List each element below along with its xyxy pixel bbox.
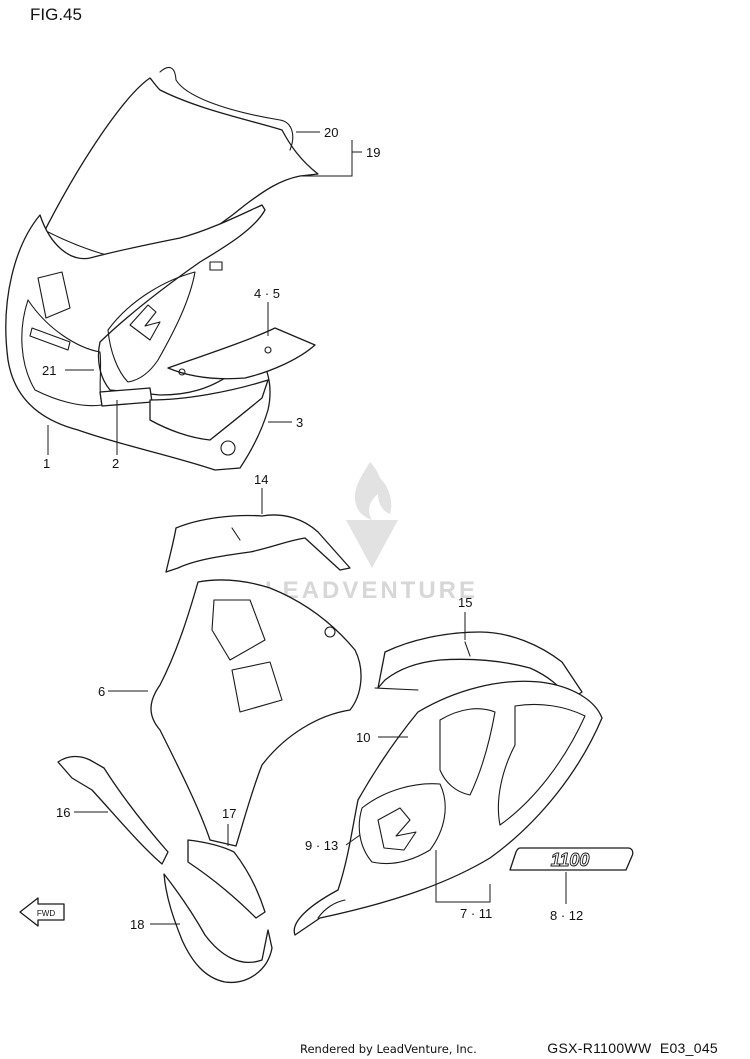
callout-label: 1	[43, 456, 50, 471]
callout-label: 3	[296, 415, 303, 430]
part-left-under-cowling	[150, 579, 362, 847]
callout-label: 20	[324, 125, 338, 140]
callout-label: 18	[130, 917, 144, 932]
footer-credit: Rendered by LeadVenture, Inc.	[300, 1042, 477, 1056]
part-belly-piece	[163, 873, 273, 983]
callout-label: 6	[98, 684, 105, 699]
footer-code: GSX-R1100WW E03_045	[547, 1040, 718, 1056]
callout-label: 14	[254, 472, 268, 487]
direction-arrow: FWD	[19, 897, 65, 927]
arrow-forward-icon	[19, 897, 65, 927]
callout-label: 21	[42, 363, 56, 378]
part-mid-bracket	[165, 514, 351, 573]
callout-label: 2	[112, 456, 119, 471]
callout-label: 16	[56, 805, 70, 820]
callout-label: 8 · 12	[550, 908, 583, 923]
callout-label: 19	[366, 145, 380, 160]
callout-label: 7 · 11	[460, 906, 492, 921]
figure-title: FIG.45	[30, 5, 82, 24]
callout-label: 9 · 13	[305, 838, 338, 853]
callout-label: 15	[458, 595, 472, 610]
callout-label: 17	[222, 806, 236, 821]
flame-logo-icon	[346, 462, 398, 568]
part-lower-panel	[187, 839, 266, 919]
watermark-text: LEADVENTURE	[265, 577, 478, 604]
callout-label: 10	[356, 730, 370, 745]
part-bracket-plate	[167, 327, 316, 380]
callout-label: 4 · 5	[254, 286, 280, 301]
callout-labels: 20 19 4 · 5 21 3 1 2 14 15 6 10 16 17 9 …	[42, 125, 583, 932]
part-small-brace	[57, 755, 169, 865]
decal-text: 1100	[551, 850, 590, 870]
part-decal: 1100	[509, 847, 634, 871]
watermark: LEADVENTURE	[265, 462, 478, 604]
part-right-under-cowling	[293, 680, 603, 936]
direction-arrow-label: FWD	[37, 909, 55, 918]
leader-lines	[47, 131, 567, 925]
part-side-bracket	[149, 379, 269, 441]
